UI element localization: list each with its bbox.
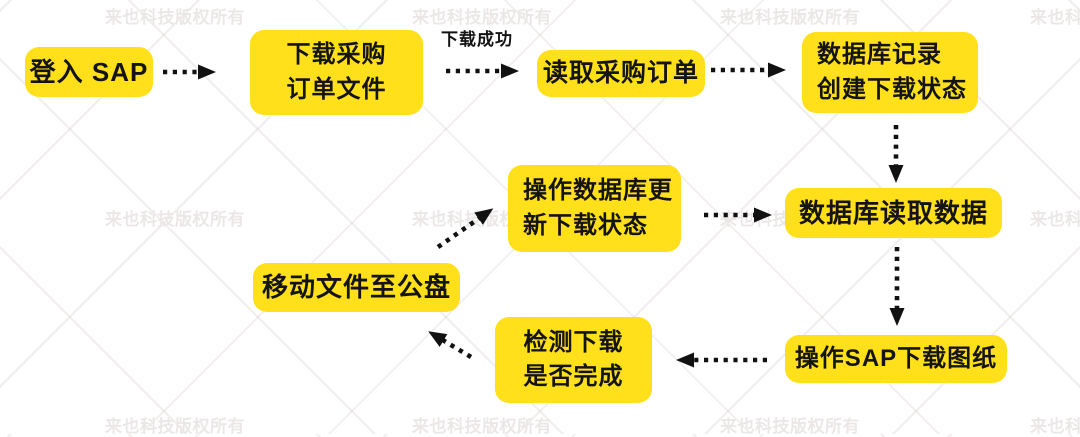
edge-label-download-success: 下载成功 bbox=[441, 30, 513, 49]
node-label: 操作SAP下载图纸 bbox=[794, 344, 998, 372]
node-login-sap: 登入 SAP bbox=[25, 47, 153, 97]
node-label: 操作数据库更 新下载状态 bbox=[523, 177, 673, 239]
node-label: 数据库读取数据 bbox=[798, 197, 988, 228]
node-move-file-to-share: 移动文件至公盘 bbox=[253, 263, 460, 312]
node-download-po-file: 下载采购 订单文件 bbox=[250, 30, 423, 115]
node-db-record-create-status: 数据库记录 创建下载状态 bbox=[802, 32, 978, 113]
arrow-move-file-to-share-to-db-update-status bbox=[436, 208, 494, 249]
node-label: 读取采购订单 bbox=[542, 58, 699, 87]
arrow-check-download-done-to-move-file-to-share bbox=[428, 331, 473, 359]
node-label: 下载采购 订单文件 bbox=[286, 41, 387, 103]
node-label: 移动文件至公盘 bbox=[261, 272, 451, 303]
node-sap-download-drawing: 操作SAP下载图纸 bbox=[785, 335, 1007, 383]
node-label: 检测下载 是否完成 bbox=[523, 328, 624, 390]
node-label: 登入 SAP bbox=[29, 56, 149, 87]
node-label: 数据库记录 创建下载状态 bbox=[817, 41, 967, 103]
node-db-update-status: 操作数据库更 新下载状态 bbox=[508, 165, 681, 252]
node-read-po: 读取采购订单 bbox=[537, 50, 705, 97]
node-check-download-done: 检测下载 是否完成 bbox=[495, 317, 652, 403]
node-db-read-data: 数据库读取数据 bbox=[785, 188, 1002, 238]
